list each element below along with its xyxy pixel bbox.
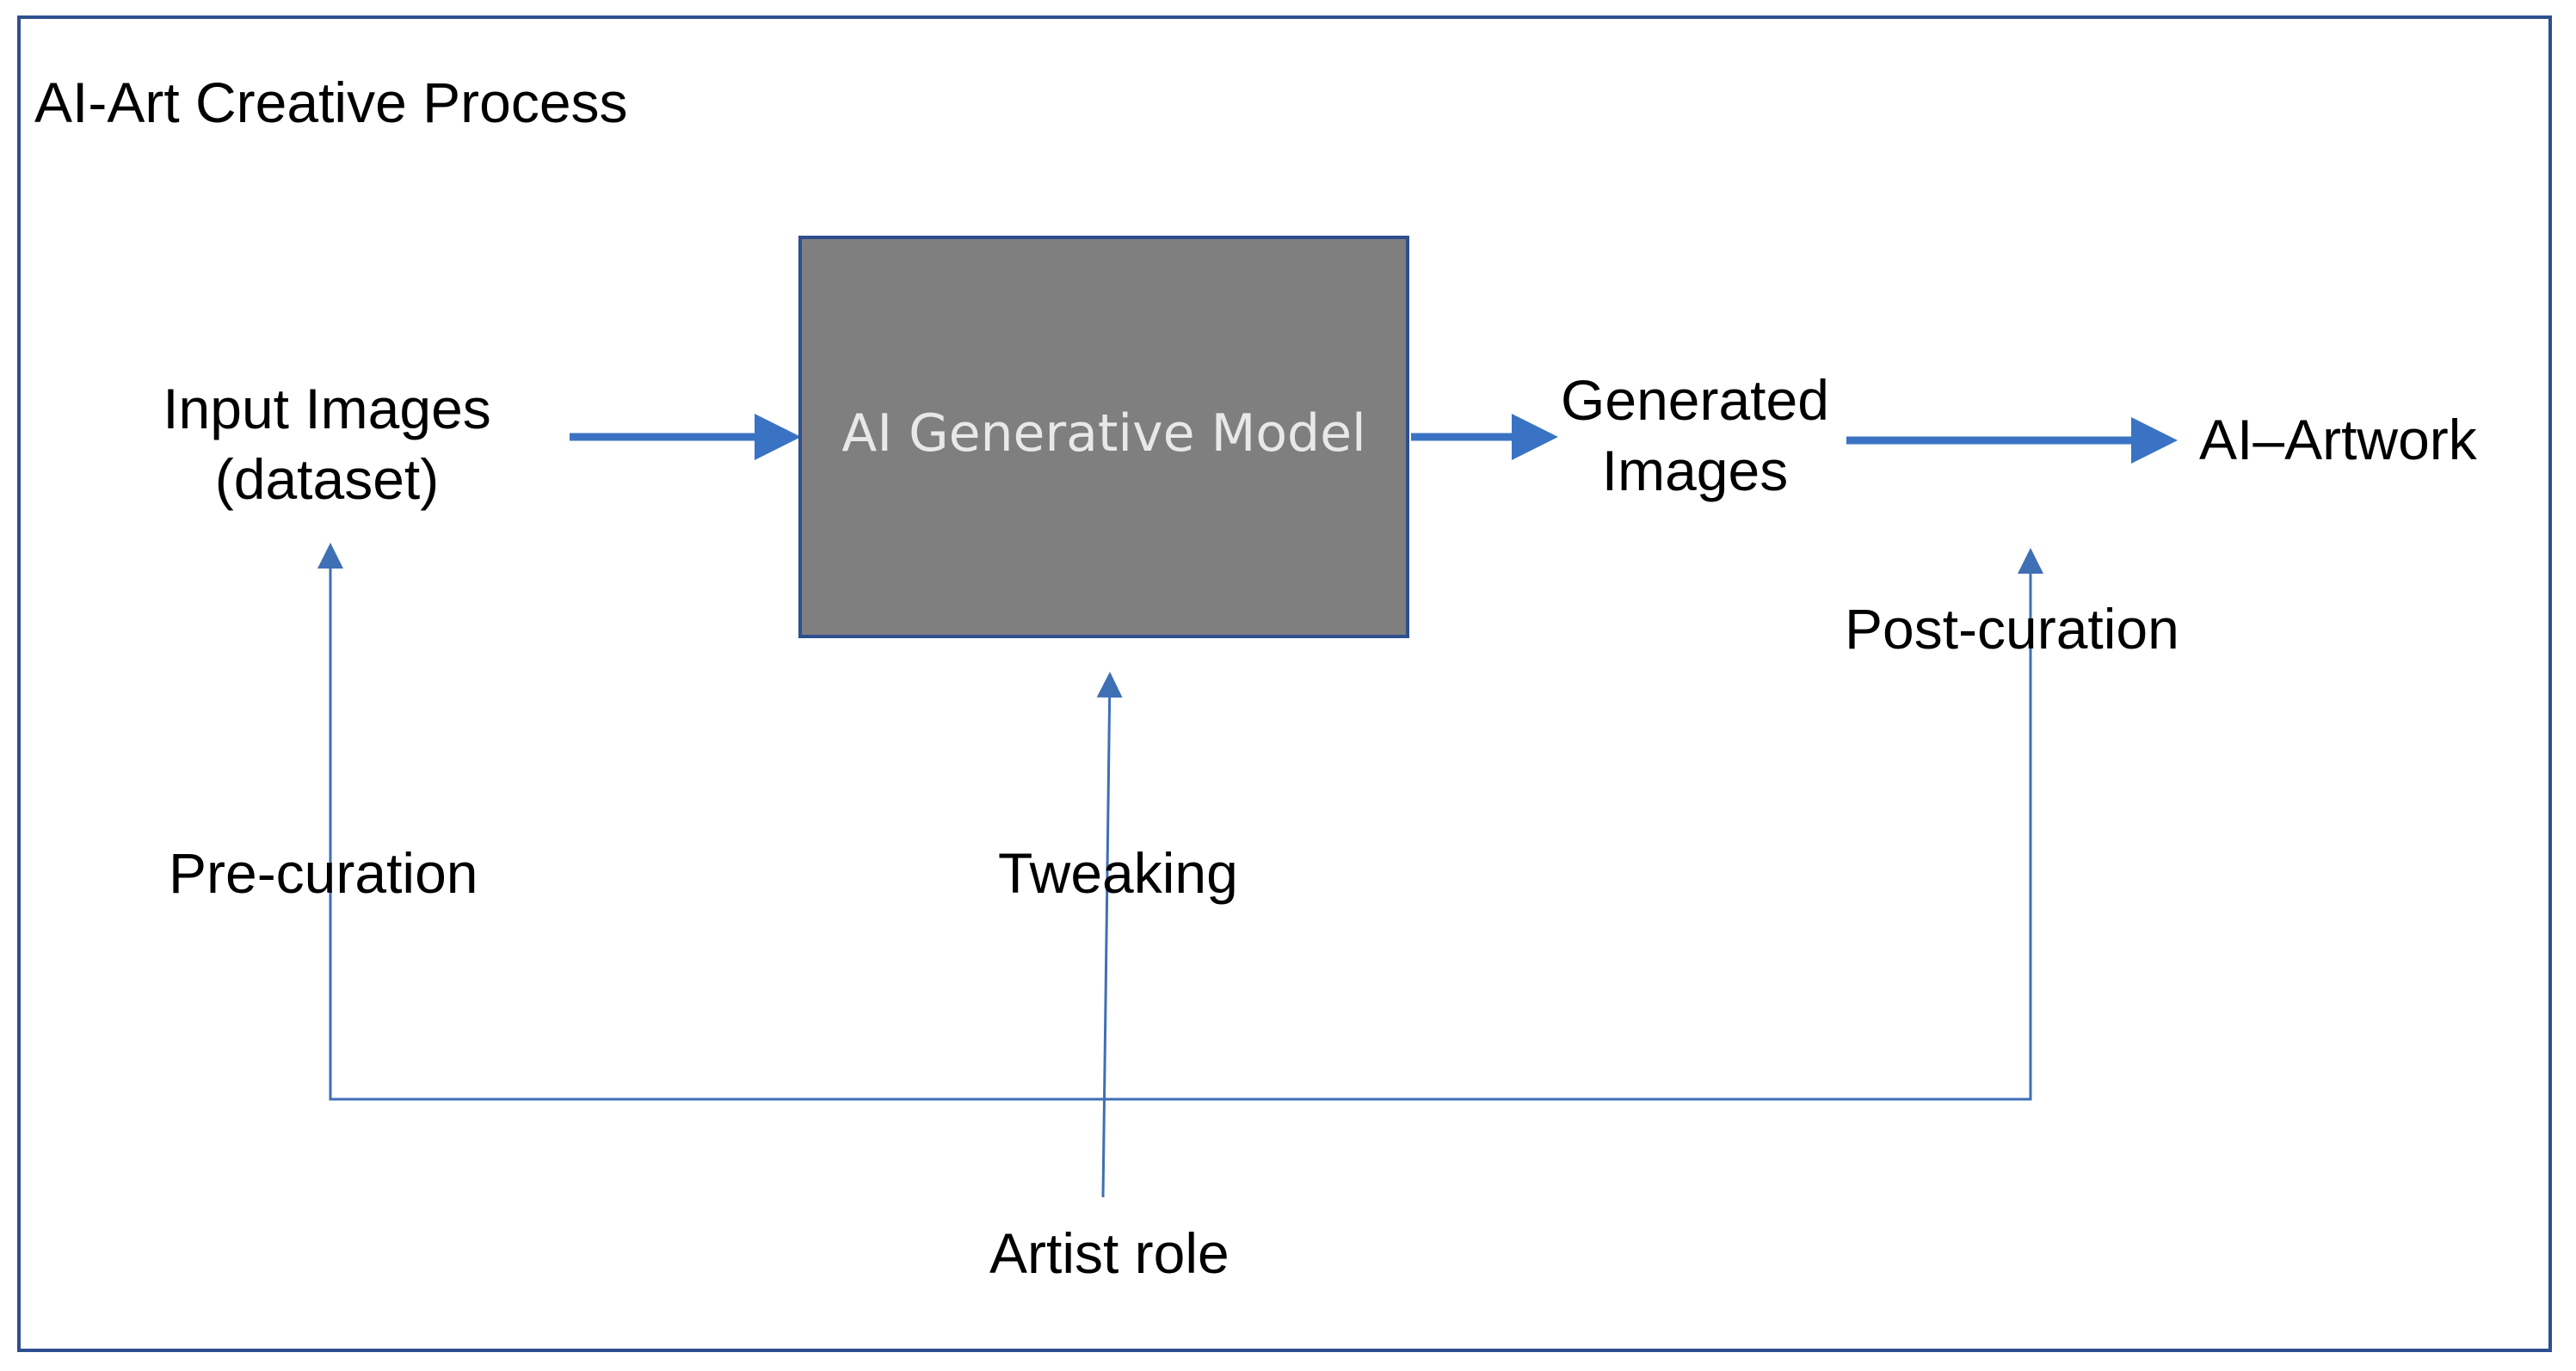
ai-artwork-node: AI–Artwork xyxy=(2199,408,2477,471)
diagram-title: AI-Art Creative Process xyxy=(34,71,628,134)
ai-generative-model-box: AI Generative Model xyxy=(798,236,1409,638)
generated-images-label-line-2: Images xyxy=(1601,439,1789,502)
generated-images-node: Generated Images xyxy=(1514,365,1876,506)
diagram-frame xyxy=(17,15,2552,1352)
post-curation-label: Post-curation xyxy=(1845,597,2179,661)
input-images-label-line-2: (dataset) xyxy=(214,447,440,511)
artist-role-label: Artist role xyxy=(989,1221,1229,1285)
generated-images-label-line-1: Generated xyxy=(1561,368,1829,432)
pre-curation-label: Pre-curation xyxy=(169,841,478,905)
input-images-node: Input Images (dataset) xyxy=(112,373,542,514)
input-images-label-line-1: Input Images xyxy=(163,377,491,440)
ai-generative-model-label: AI Generative Model xyxy=(841,403,1366,464)
tweaking-label: Tweaking xyxy=(998,841,1238,905)
